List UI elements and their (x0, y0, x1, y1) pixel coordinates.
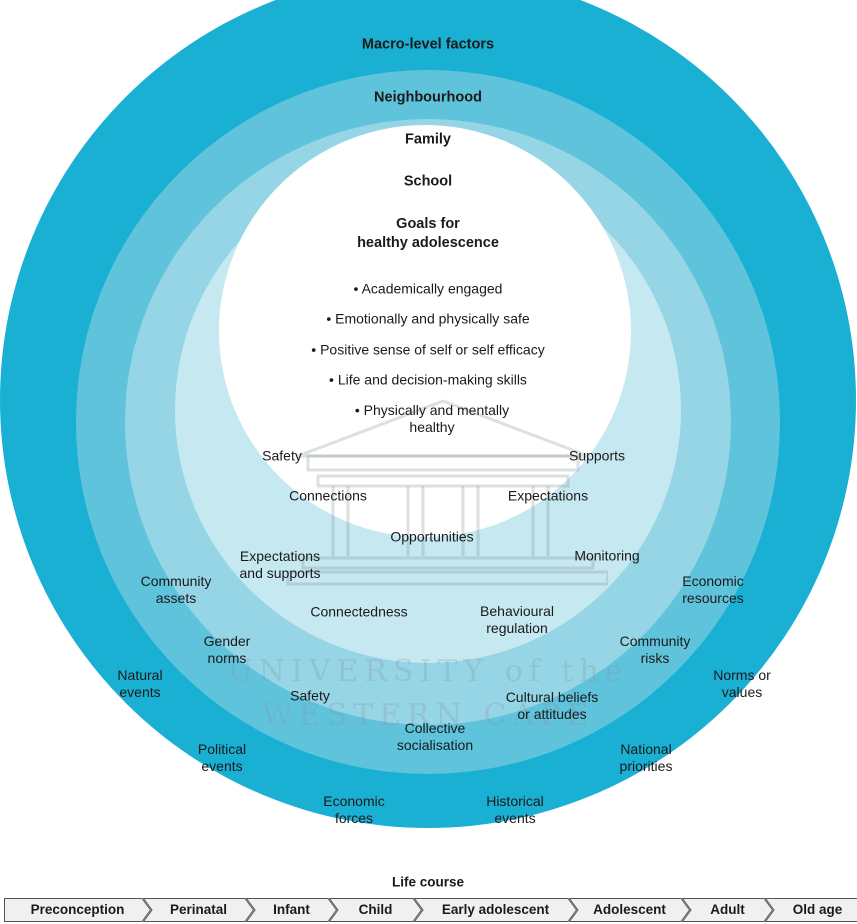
family-monitoring-label: Monitoring (574, 547, 640, 564)
temple-watermark-icon (286, 399, 608, 586)
goal-item: • Life and decision-making skills (329, 371, 527, 388)
neighbourhood-cultural-beliefs-label: Cultural beliefs or attitudes (505, 689, 599, 722)
life-course-stage-label: Old age (792, 902, 843, 917)
family-connectedness-label: Connectedness (310, 603, 408, 620)
chevron-shape (569, 898, 690, 922)
life-course-stage: Child (329, 898, 422, 922)
goals-heading: Goals for healthy adolescence (357, 216, 499, 251)
neighbourhood-community-risks-label: Community risks (619, 633, 691, 666)
school-safety-label: Safety (262, 447, 302, 464)
life-course-bar: Preconception Perinatal Infant Child Early a… (4, 898, 857, 922)
neighbourhood-gender-norms-label: Gender norms (203, 633, 251, 666)
neighbourhood-heading: Neighbourhood (374, 89, 482, 106)
macro-level-heading: Macro-level factors (361, 36, 495, 53)
macro-norms-values-label: Norms or values (713, 667, 771, 700)
family-behavioural-regulation-label: Behavioural regulation (480, 603, 554, 636)
macro-national-priorities-label: National priorities (619, 741, 673, 774)
life-course-stage-label: Adult (710, 902, 745, 917)
life-course-stage-label: Perinatal (169, 902, 228, 917)
life-course-stage: Preconception (4, 898, 151, 922)
family-heading: Family (405, 131, 451, 148)
chevron-shape (414, 898, 577, 922)
goal-item: • Physically and mentally healthy (354, 402, 510, 435)
macro-historical-events-label: Historical events (486, 793, 544, 826)
life-course-stage: Infant (246, 898, 337, 922)
school-heading: School (403, 173, 453, 190)
life-course-stage: Perinatal (143, 898, 254, 922)
chevron-shape (4, 898, 151, 922)
family-expectations-supports-label: Expectations and supports (239, 548, 321, 581)
life-course-stage-label: Early adolescent (441, 902, 550, 917)
chevron-shape (765, 898, 857, 922)
chevron-shape (682, 898, 773, 922)
life-course-title: Life course (391, 874, 465, 890)
neighbourhood-community-assets-label: Community assets (140, 573, 212, 606)
chevron-shape (246, 898, 337, 922)
university-watermark: UNIVERSITY of the WESTERN CAPE (227, 654, 629, 733)
chevron-shape (143, 898, 254, 922)
neighbourhood-collective-socialisation-label: Collective socialisation (396, 720, 474, 753)
goal-item: • Academically engaged (353, 280, 503, 297)
goals-circle (219, 125, 631, 537)
life-course-stage: Adult (682, 898, 773, 922)
macro-natural-events-label: Natural events (117, 667, 163, 700)
life-course-stage-label: Child (358, 902, 393, 917)
macro-political-events-label: Political events (197, 741, 247, 774)
school-opportunities-label: Opportunities (390, 528, 474, 545)
macro-economic-forces-label: Economic forces (323, 793, 385, 826)
goal-item: • Positive sense of self or self efficac… (311, 341, 545, 358)
life-course-stage-label: Adolescent (593, 902, 666, 917)
life-course-stage-label: Preconception (30, 902, 125, 917)
life-course-stage: Early adolescent (414, 898, 577, 922)
life-course-stage-label: Infant (273, 902, 310, 917)
chevron-shape (329, 898, 422, 922)
goal-item: • Emotionally and physically safe (326, 310, 530, 327)
school-connections-label: Connections (289, 487, 367, 504)
life-course-stage: Old age (765, 898, 857, 922)
life-course-stage: Adolescent (569, 898, 690, 922)
school-expectations-label: Expectations (507, 487, 589, 504)
school-supports-label: Supports (568, 447, 626, 464)
neighbourhood-safety-label: Safety (290, 687, 330, 704)
neighbourhood-economic-resources-label: Economic resources (682, 573, 744, 606)
